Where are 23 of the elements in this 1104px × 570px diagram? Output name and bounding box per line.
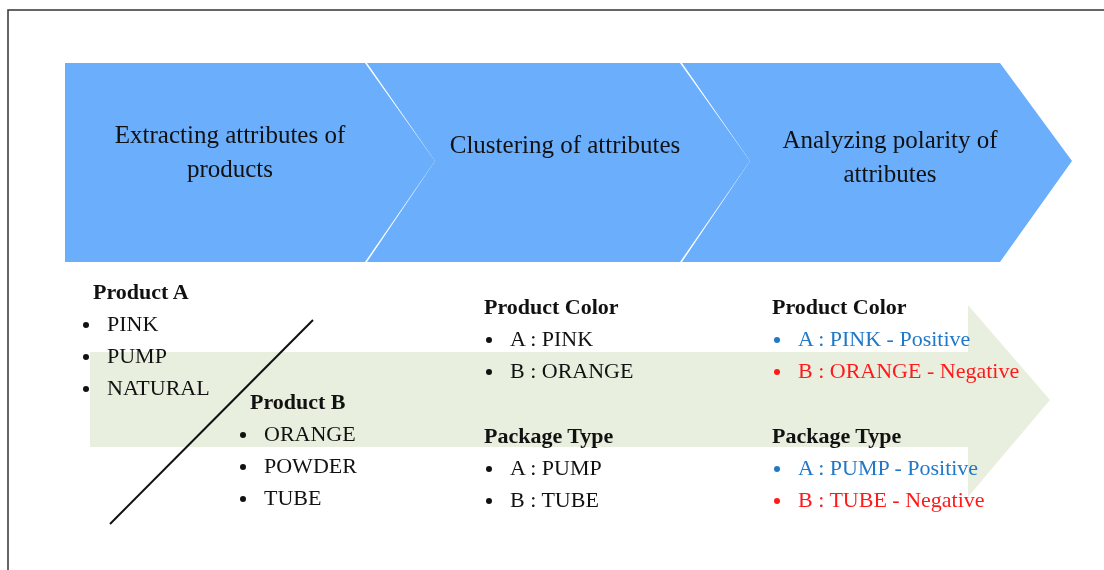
section-heading: Package Type <box>484 422 614 450</box>
section-heading: Product A <box>93 278 189 306</box>
list-item: B : TUBE <box>510 486 599 514</box>
list-item: PINK <box>107 310 159 338</box>
list-item: A : PINK - Positive <box>798 325 971 353</box>
section-heading: Product Color <box>484 293 619 321</box>
list-item: ORANGE <box>264 420 356 448</box>
section-heading: Package Type <box>772 422 902 450</box>
step-title: Analyzing polarity of attributes <box>781 125 999 189</box>
list-item: A : PUMP - Positive <box>798 454 979 482</box>
list-item: PUMP <box>107 342 167 370</box>
list-item: B : ORANGE <box>510 357 634 385</box>
list-item: A : PUMP <box>510 454 602 482</box>
step-title: Clustering of attributes <box>448 130 682 160</box>
list-item: A : PINK <box>510 325 594 353</box>
list-item: B : ORANGE - Negative <box>798 357 1020 385</box>
list-item: POWDER <box>264 452 357 480</box>
step-title: Extracting attributes of products <box>113 120 347 184</box>
list-item: NATURAL <box>107 374 210 402</box>
section-heading: Product B <box>250 388 346 416</box>
list-item: TUBE <box>264 484 322 512</box>
list-item: B : TUBE - Negative <box>798 486 985 514</box>
section-heading: Product Color <box>772 293 907 321</box>
